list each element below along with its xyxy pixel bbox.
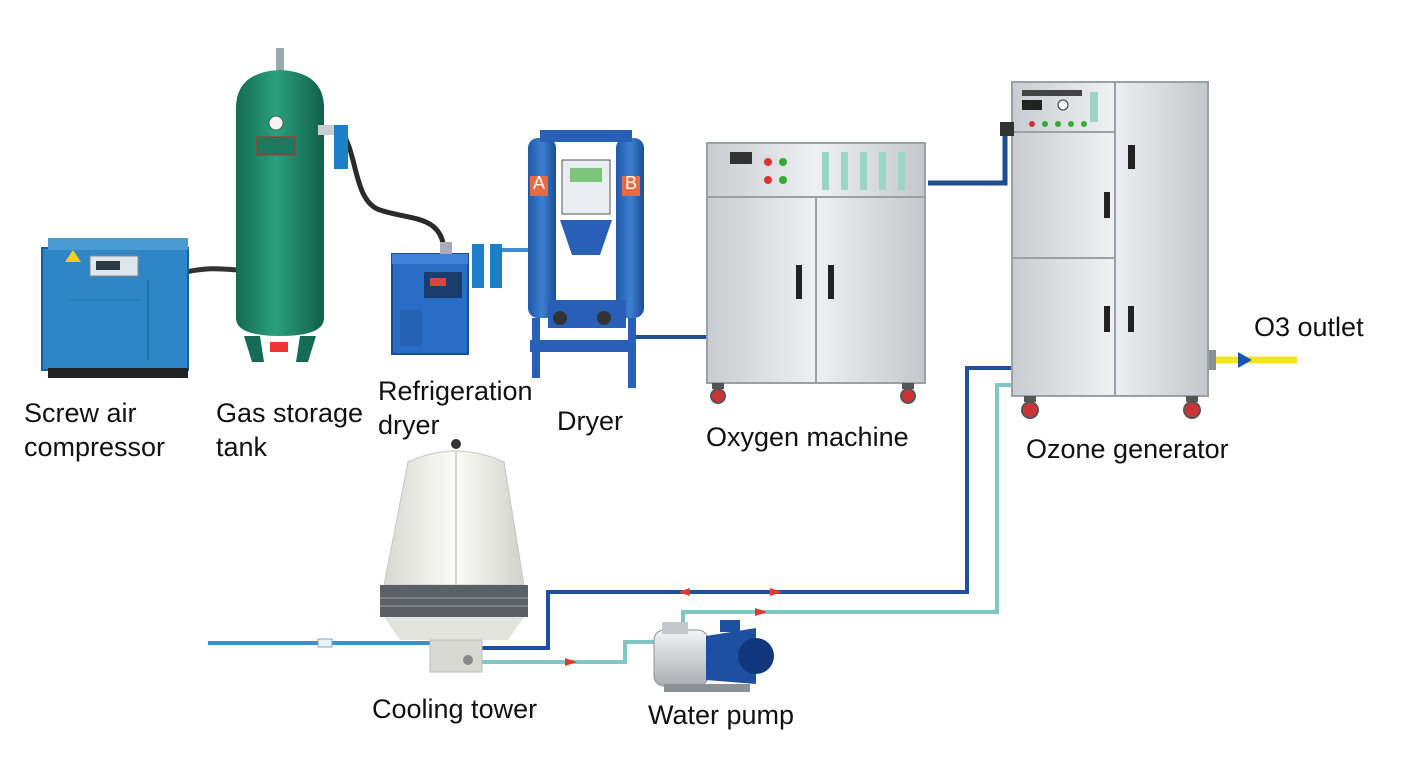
ozone-gauge-icon [1057,99,1069,111]
tank-valve [270,342,288,352]
cooling-tower-louvers [380,585,528,617]
label-gas-storage-tank: Gas storage tank [216,396,363,464]
label-line: Screw air [24,398,137,428]
label-cooling-tower: Cooling tower [372,694,538,724]
dryer-tower-a [528,138,556,318]
compressor-to-tank-hose [185,266,239,275]
red-arrow-icon [565,658,577,666]
oxygen-door-handle-right [828,265,834,299]
label-line: compressor [24,432,166,462]
label-o3-outlet: O3 outlet [1254,312,1364,342]
cooling-return-pipe [462,366,1015,650]
refrigeration-dryer [391,242,502,355]
oxygen-display [730,152,752,164]
label-refrigeration-dryer: Refrigeration dryer [378,374,533,442]
flowmeters [822,152,905,190]
inlet-joint [317,638,333,648]
label-line: Refrigeration [378,376,533,406]
prefilter-1 [472,244,484,288]
red-arrow-icon [770,588,782,596]
o3-outlet-flange [1208,350,1216,370]
water-pump [653,620,774,692]
red-arrow-icon [755,608,767,616]
prefilter-2 [490,244,502,288]
oxygen-door-handle-left [796,265,802,299]
pressure-gauge-icon [268,115,284,131]
label-ozone-generator: Ozone generator [1026,434,1229,464]
label-line: dryer [378,410,440,440]
label-line: Gas storage [216,398,364,428]
blue-arrow-icon [1238,352,1252,368]
label-water-pump: Water pump [648,700,795,730]
label-dryer: Dryer [557,406,623,436]
oxygen-to-ozone-pipe [928,130,1008,186]
tank-filter [334,125,348,169]
gas-storage-tank [236,48,348,362]
label-oxygen-machine: Oxygen machine [706,422,909,452]
dryer-tower-b-mark: B [625,173,638,193]
cooling-tower [380,439,528,673]
label-line: tank [216,432,268,462]
red-arrow-icon [678,588,690,596]
screw-air-compressor [41,238,189,378]
ozone-display [1022,100,1042,110]
label-screw-air-compressor: Screw air compressor [24,396,165,464]
dryer-tower-b [616,138,644,318]
warning-icon [65,250,81,262]
adsorption-dryer [528,130,644,388]
dryer-tower-a-mark: A [533,173,546,193]
ozone-generator [1000,81,1209,419]
oxygen-machine [706,142,926,404]
